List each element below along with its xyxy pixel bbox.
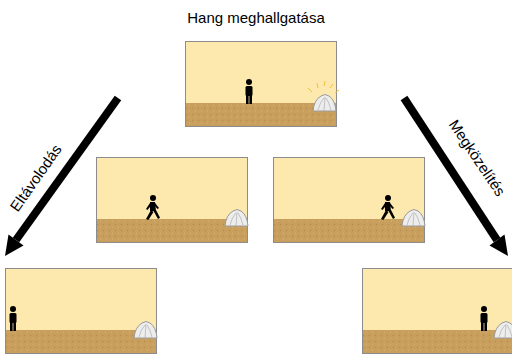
diagram-title: Hang meghallgatása	[187, 9, 325, 27]
scene-top	[185, 41, 339, 127]
scene-middle-right	[273, 157, 425, 243]
scene-middle-left	[96, 157, 248, 243]
arrow-label: Megközelítés	[445, 116, 509, 199]
arrow-left	[5, 98, 118, 256]
scene-bottom-right	[362, 268, 512, 354]
scene-bottom-left	[5, 268, 157, 354]
